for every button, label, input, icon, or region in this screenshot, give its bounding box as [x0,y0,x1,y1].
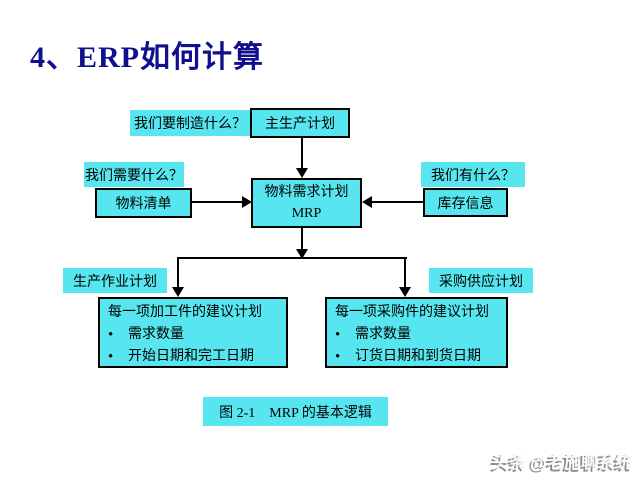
mrp-box: 物料需求计划 MRP [251,178,362,228]
inventory-box: 库存信息 [423,188,508,217]
purchase-orders-bullet-1-text: 需求数量 [355,327,411,342]
production-plan-label: 生产作业计划 [63,268,167,293]
connector-bom-mrp [192,201,242,203]
master-schedule-box: 主生产计划 [250,108,350,138]
connector-mrp-split [301,228,303,250]
arrowhead-down-icon [399,287,411,297]
connector-split-workorders [177,257,179,287]
purchase-orders-box: 每一项采购件的建议计划 • 需求数量 • 订货日期和到货日期 [325,297,508,368]
arrowhead-right-icon [242,196,252,208]
page-title: 4、ERP如何计算 [30,41,264,74]
watermark: 头条 @老施聊系统 [491,453,632,472]
purchase-orders-bullet-2-text: 订货日期和到货日期 [355,349,481,364]
question-have-label: 我们有什么？ [421,162,525,187]
connector-split-purchase [404,257,406,287]
work-orders-box: 每一项加工件的建议计划 • 需求数量 • 开始日期和完工日期 [98,297,288,368]
purchase-orders-bullet-2: • 订货日期和到货日期 [335,346,502,368]
work-orders-title: 每一项加工件的建议计划 [108,305,262,320]
question-need-label: 我们需要什么？ [84,162,184,187]
bullet-icon: • [335,327,341,343]
mrp-box-line1: 物料需求计划 [264,185,349,200]
bullet-icon: • [108,349,114,365]
work-orders-bullet-1-text: 需求数量 [128,327,184,342]
work-orders-bullet-2: • 开始日期和完工日期 [108,346,282,368]
work-orders-bullet-1: • 需求数量 [108,324,282,346]
arrowhead-left-icon [362,196,372,208]
purchase-orders-bullet-1: • 需求数量 [335,324,502,346]
figure-caption: 图 2-1 MRP 的基本逻辑 [203,397,388,426]
arrowhead-down-icon [172,287,184,297]
connector-mps-mrp [301,138,303,170]
purchase-orders-title: 每一项采购件的建议计划 [335,305,489,320]
bom-box: 物料清单 [95,188,192,218]
arrowhead-down-icon [296,168,308,178]
purchase-plan-label: 采购供应计划 [429,268,533,293]
split-bar [177,257,407,259]
bullet-icon: • [335,349,341,365]
arrowhead-down-icon [296,249,308,259]
bullet-icon: • [108,327,114,343]
question-make-label: 我们要制造什么？ [130,110,250,136]
connector-inventory-mrp [372,201,423,203]
work-orders-bullet-2-text: 开始日期和完工日期 [128,349,254,364]
mrp-box-line2: MRP [291,206,322,221]
